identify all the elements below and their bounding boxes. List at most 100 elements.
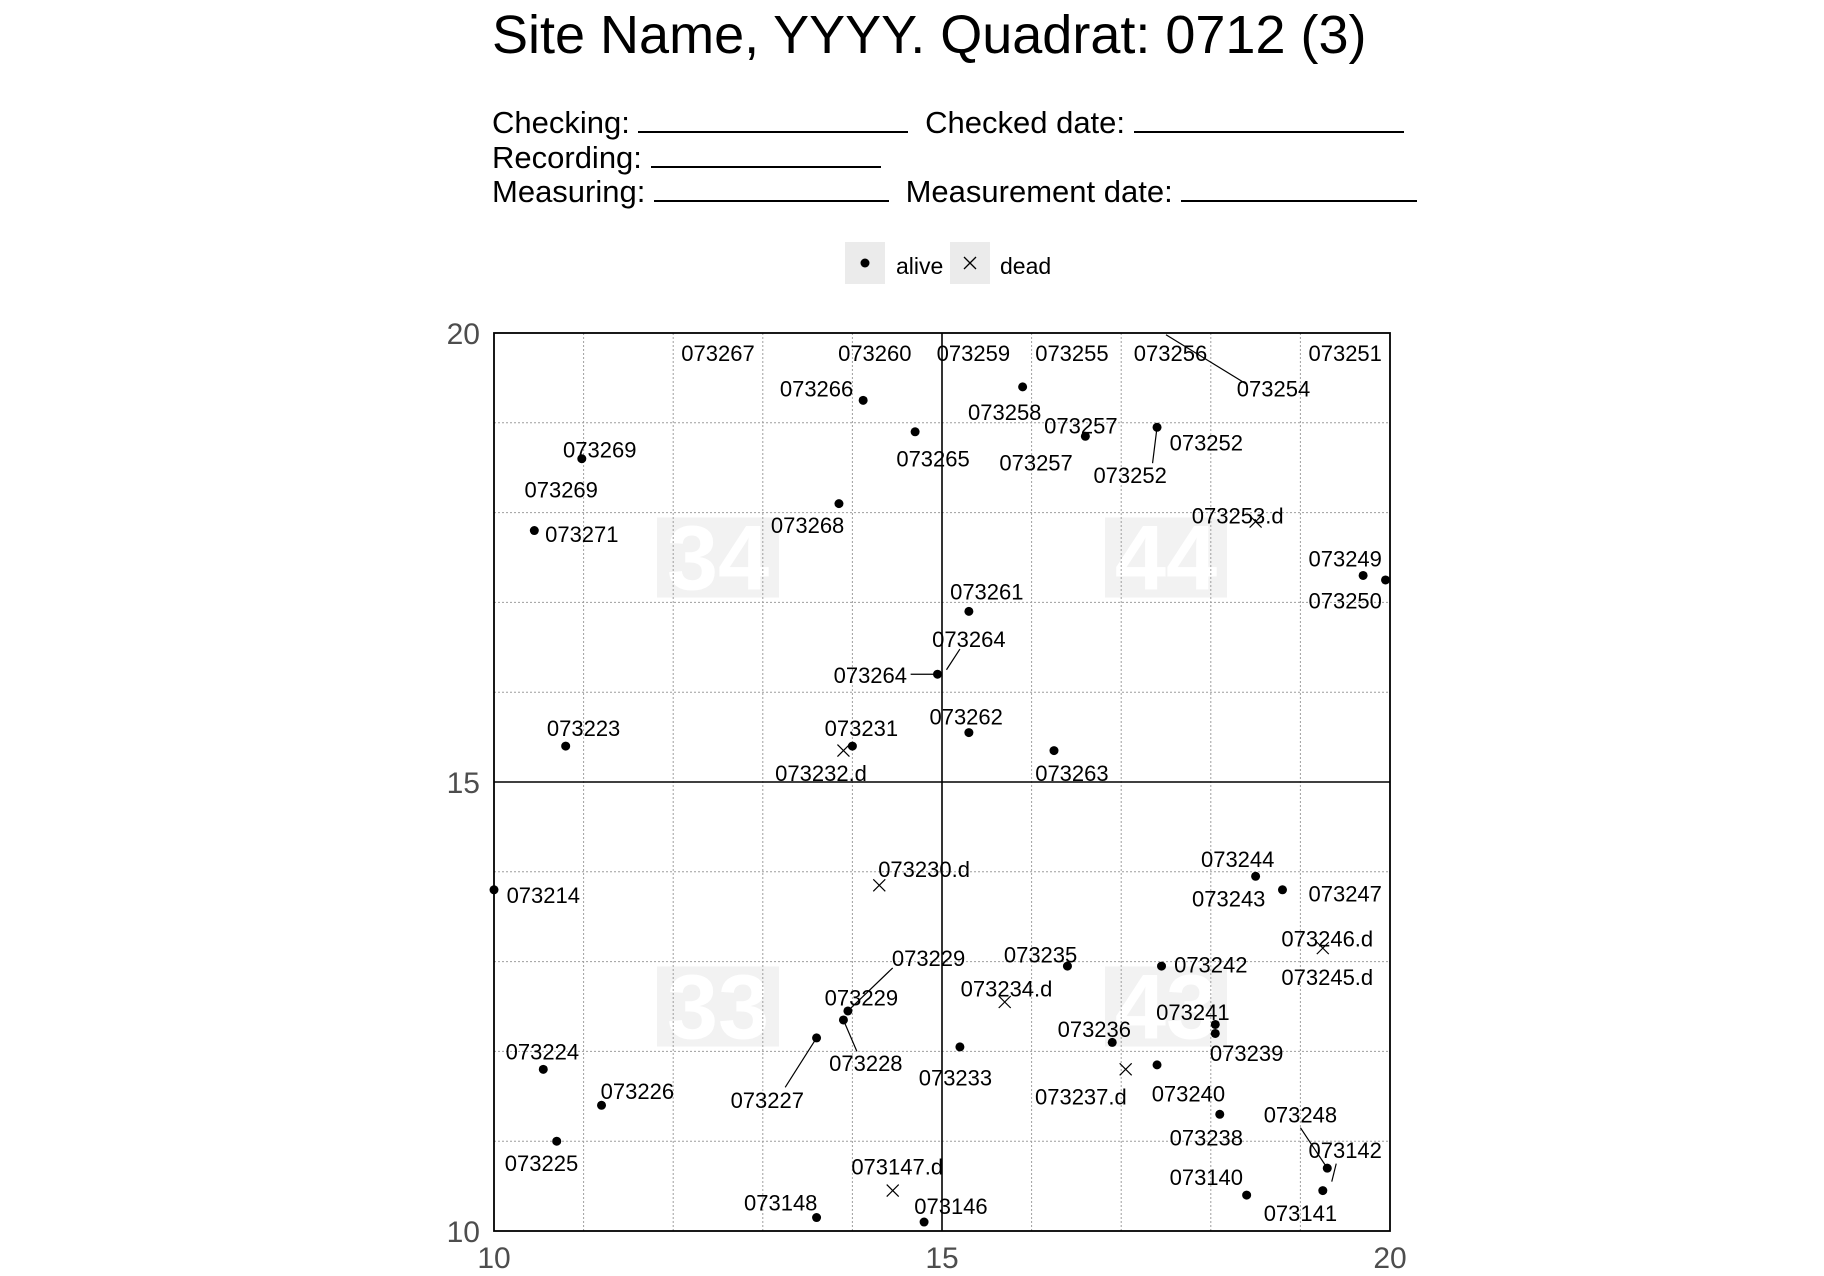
tag-label: 073264 <box>932 627 1005 652</box>
subquadrat-label: 34 <box>667 508 769 610</box>
dead-point <box>998 995 1012 1009</box>
tag-label: 073146 <box>914 1194 987 1219</box>
leader-line <box>1151 427 1158 464</box>
leader-line <box>945 648 961 671</box>
alive-point <box>597 1100 607 1110</box>
tag-label: 073262 <box>929 704 1002 729</box>
dead-point <box>1249 515 1263 529</box>
alive-point <box>858 395 868 405</box>
tag-label: 073232.d <box>775 761 867 786</box>
alive-point <box>812 1213 822 1223</box>
checked-date-blank <box>1133 105 1404 133</box>
alive-point <box>577 454 587 464</box>
tag-label: 073266 <box>780 377 853 402</box>
tag-label: 073235 <box>1004 942 1077 967</box>
alive-point <box>1062 961 1072 971</box>
tag-label: 073257 <box>1044 413 1117 438</box>
alive-point <box>1049 746 1059 756</box>
tag-label: 073245.d <box>1281 965 1373 990</box>
checked-date-label: Checked date: <box>925 105 1126 140</box>
tag-label: 073259 <box>937 341 1010 366</box>
alive-point <box>1210 1028 1220 1038</box>
dead-point <box>837 744 850 757</box>
tag-label: 073223 <box>547 716 620 741</box>
tag-label: 073142 <box>1308 1138 1381 1163</box>
tag-label: 073269 <box>563 438 636 463</box>
tag-label: 073233 <box>919 1065 992 1090</box>
tag-label: 073254 <box>1237 377 1310 402</box>
tag-label: 073271 <box>545 522 618 547</box>
tag-label: 073252 <box>1093 463 1166 488</box>
alive-point <box>1157 961 1167 971</box>
tag-label: 073260 <box>838 341 911 366</box>
alive-point <box>1018 382 1028 392</box>
alive-point <box>919 1217 929 1227</box>
dead-point <box>1316 941 1330 955</box>
tag-label: 073251 <box>1308 341 1381 366</box>
tag-label: 073243 <box>1192 887 1265 912</box>
alive-point <box>955 1042 965 1052</box>
y-tick-label: 20 <box>447 318 480 351</box>
alive-point <box>847 741 857 751</box>
tag-label: 073231 <box>825 716 898 741</box>
leader-line <box>1165 334 1247 385</box>
leader-line <box>842 1019 858 1052</box>
tag-label: 073237.d <box>1035 1084 1127 1109</box>
alive-point <box>1152 422 1162 432</box>
checking-row: Checking: Checked date: <box>492 105 1404 141</box>
leader-line <box>784 1037 818 1088</box>
tag-label: 073141 <box>1264 1201 1337 1226</box>
tag-label: 073250 <box>1308 589 1381 614</box>
tag-label: 073230.d <box>878 857 970 882</box>
alive-point <box>561 741 571 751</box>
alive-point <box>1215 1109 1225 1119</box>
tag-label: 073229 <box>892 946 965 971</box>
leader-lines <box>784 334 1337 1182</box>
legend-dead-x-icon <box>963 256 977 270</box>
tag-label: 073214 <box>507 883 580 908</box>
subquadrat-label-bg <box>1105 966 1227 1047</box>
leader-line <box>1299 1127 1328 1169</box>
tag-label: 073257 <box>999 450 1072 475</box>
tag-label: 073244 <box>1201 847 1274 872</box>
tag-label: 073258 <box>968 400 1041 425</box>
measurement-date-label: Measurement date: <box>905 174 1173 209</box>
alive-point <box>538 1064 548 1074</box>
grid-lines <box>494 333 1390 1231</box>
alive-point <box>1242 1190 1252 1200</box>
tag-label: 073253.d <box>1192 503 1284 528</box>
tag-label: 073140 <box>1170 1165 1243 1190</box>
tag-label: 073252 <box>1170 431 1243 456</box>
recording-row: Recording: <box>492 140 881 176</box>
alive-point <box>910 427 920 437</box>
alive-point <box>843 1006 853 1016</box>
tag-label: 073265 <box>896 447 969 472</box>
tag-label: 073234.d <box>961 977 1053 1002</box>
legend-key-alive <box>845 242 885 284</box>
tag-label: 073255 <box>1035 341 1108 366</box>
tag-label: 073269 <box>524 477 597 502</box>
plot-border <box>493 332 1391 1232</box>
alive-point <box>964 606 974 616</box>
points <box>489 382 1391 1227</box>
subquadrat-label-bg <box>657 966 779 1047</box>
tag-label: 073225 <box>505 1151 578 1176</box>
tag-label: 073238 <box>1170 1126 1243 1151</box>
y-tick-label: 10 <box>447 1216 480 1249</box>
tag-label: 073242 <box>1174 952 1247 977</box>
tag-label: 073240 <box>1152 1082 1225 1107</box>
tag-label: 073249 <box>1308 546 1381 571</box>
measurement-date-blank <box>1181 174 1418 202</box>
subquadrat-label: 43 <box>1115 957 1217 1059</box>
tag-label: 073241 <box>1156 1000 1229 1025</box>
subquadrat-label: 44 <box>1115 508 1217 610</box>
alive-point <box>1322 1163 1332 1173</box>
alive-point <box>1381 575 1391 585</box>
tag-label: 073229 <box>825 986 898 1011</box>
alive-point <box>1210 1019 1220 1029</box>
tag-label: 073224 <box>506 1039 579 1064</box>
